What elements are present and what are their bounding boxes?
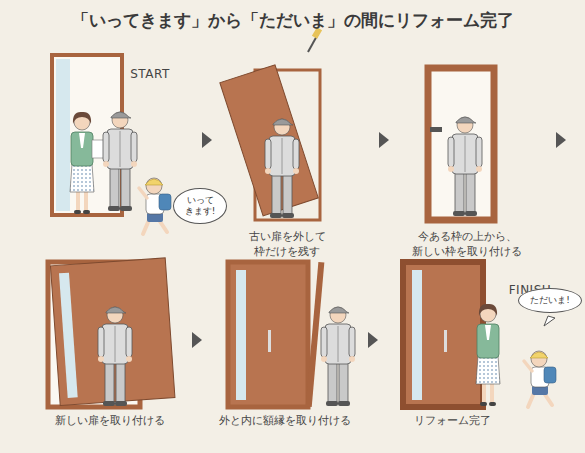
marker-text: START xyxy=(120,66,180,82)
speech-bubble: いって きます! xyxy=(173,188,227,224)
speech-bubble: ただいま! xyxy=(518,288,582,313)
step-caption: 古い扉を外して 枠だけを残す xyxy=(239,230,335,260)
bubble-text: いって きます! xyxy=(180,195,220,217)
bubble-text: ただいま! xyxy=(525,295,575,306)
step-caption: 今ある枠の上から、 新しい枠を取り付ける xyxy=(405,230,529,260)
step-caption: 外と内に額縁を取り付ける xyxy=(205,414,365,429)
step-caption: 新しい扉を取り付ける xyxy=(35,414,185,429)
title: 「いってきます」から「ただいま」の間にリフォーム完了 xyxy=(0,9,585,32)
step-caption: リフォーム完了 xyxy=(392,414,512,429)
